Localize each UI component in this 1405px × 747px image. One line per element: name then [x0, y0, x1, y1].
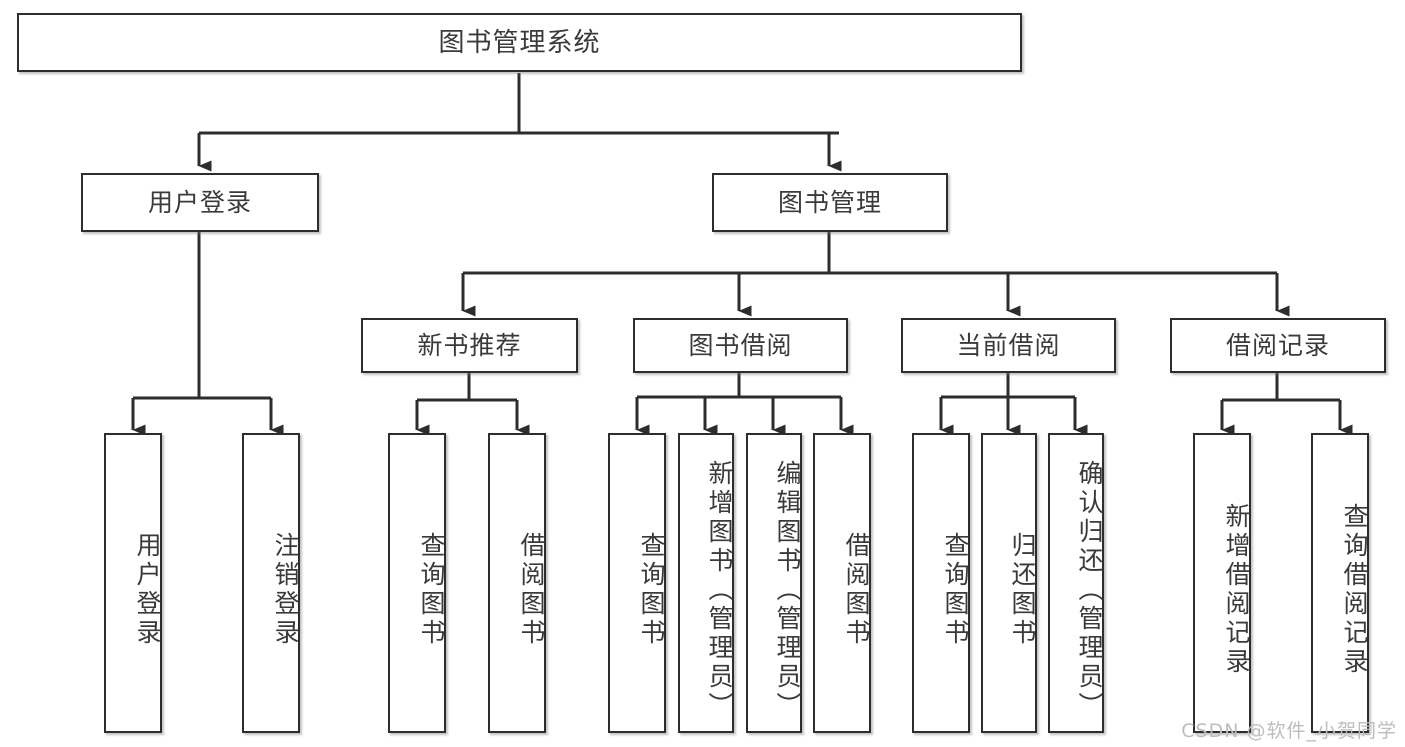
node-book-borrowing[interactable]: 图书借阅	[633, 318, 848, 373]
node-label: 确认归还（管理员）	[1075, 459, 1104, 721]
leaf-query-books-borrowing[interactable]: 查询图书	[608, 433, 666, 733]
node-label: 图书管理	[777, 188, 882, 217]
node-borrowing-records[interactable]: 借阅记录	[1170, 318, 1386, 373]
leaf-confirm-return-admin[interactable]: 确认归还（管理员）	[1048, 433, 1104, 733]
leaf-borrow-books[interactable]: 借阅图书	[813, 433, 871, 733]
node-book-management[interactable]: 图书管理	[712, 173, 948, 232]
leaf-add-book-admin[interactable]: 新增图书（管理员）	[678, 433, 734, 733]
node-label: 查询图书	[941, 532, 970, 648]
leaf-logout[interactable]: 注销登录	[242, 433, 300, 733]
node-user-login[interactable]: 用户登录	[81, 173, 319, 232]
node-label: 借阅图书	[842, 532, 871, 648]
leaf-borrow-books-recommendation[interactable]: 借阅图书	[488, 433, 546, 733]
node-label: 图书管理系统	[438, 27, 601, 58]
leaf-query-borrowing-record[interactable]: 查询借阅记录	[1311, 433, 1369, 733]
leaf-query-books-recommendation[interactable]: 查询图书	[388, 433, 446, 733]
node-label: 借阅图书	[517, 532, 546, 648]
node-current-borrowing[interactable]: 当前借阅	[901, 318, 1116, 373]
leaf-return-books[interactable]: 归还图书	[981, 433, 1037, 733]
node-label: 查询借阅记录	[1340, 503, 1369, 677]
node-label: 新书推荐	[417, 331, 522, 360]
node-new-book-recommendation[interactable]: 新书推荐	[361, 318, 578, 373]
watermark-text: CSDN @软件_小贺同学	[1181, 720, 1397, 742]
node-label: 注销登录	[271, 532, 300, 648]
node-label: 当前借阅	[956, 331, 1061, 360]
node-label: 编辑图书（管理员）	[773, 459, 802, 721]
leaf-edit-book-admin[interactable]: 编辑图书（管理员）	[746, 433, 802, 733]
node-label: 查询图书	[637, 532, 666, 648]
node-root-book-management-system[interactable]: 图书管理系统	[17, 13, 1022, 72]
node-label: 查询图书	[417, 532, 446, 648]
leaf-query-books-current[interactable]: 查询图书	[912, 433, 970, 733]
leaf-add-borrowing-record[interactable]: 新增借阅记录	[1193, 433, 1251, 733]
node-label: 用户登录	[147, 188, 252, 217]
leaf-user-login[interactable]: 用户登录	[104, 433, 162, 733]
node-label: 用户登录	[133, 532, 162, 648]
node-label: 图书借阅	[688, 331, 793, 360]
node-label: 新增图书（管理员）	[705, 459, 734, 721]
node-label: 归还图书	[1008, 532, 1037, 648]
node-label: 新增借阅记录	[1222, 503, 1251, 677]
node-label: 借阅记录	[1225, 331, 1330, 360]
